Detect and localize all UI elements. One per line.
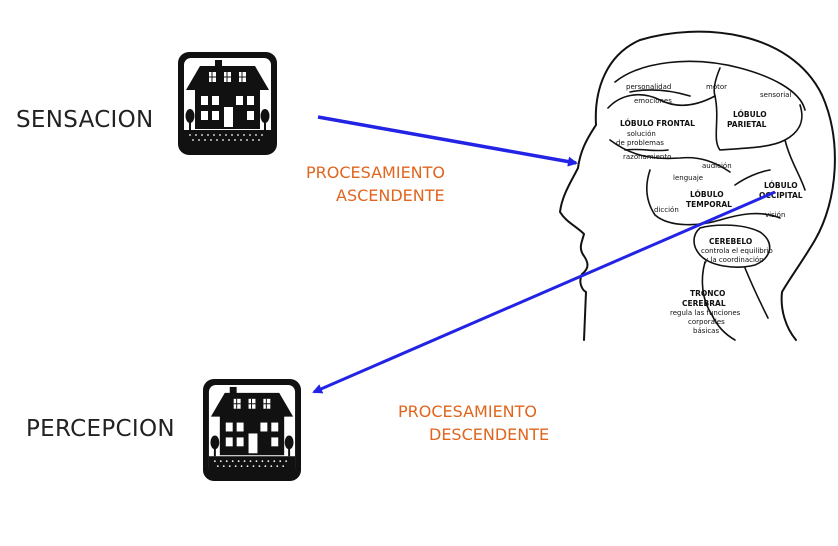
brain-lobe-lines (607, 60, 806, 341)
perception-house-icon (203, 379, 301, 481)
solucion-2: de problemas (616, 139, 664, 147)
tronco-desc-2: corporales (688, 318, 725, 326)
sensacion-label: SENSACION (16, 107, 154, 133)
cerebelo-text: CEREBELO (709, 237, 752, 246)
ascending-line-1: PROCESAMIENTO (306, 163, 446, 182)
motor-text: motor (706, 83, 727, 91)
cerebelo-desc-2: y la coordinación (704, 256, 764, 264)
lenguaje-text: lenguaje (673, 174, 703, 182)
brain-labels: personalidad motor sensorial emociones L… (616, 83, 803, 335)
lobulo-parietal-1: LÓBULO (733, 110, 767, 119)
percepcion-label: PERCEPCION (26, 416, 175, 442)
tronco-2: CEREBRAL (682, 299, 726, 308)
ascending-arrow (317, 115, 578, 167)
emociones-text: emociones (634, 97, 672, 105)
ascending-processing-label: PROCESAMIENTO ASCENDENTE (306, 161, 445, 207)
cerebelo-desc-1: controla el equilibrio (701, 247, 773, 255)
vision-text: visión (765, 211, 785, 219)
lobulo-frontal-text: LÓBULO FRONTAL (620, 119, 695, 128)
lobulo-occipital-1: LÓBULO (764, 181, 798, 190)
lobulo-parietal-2: PARIETAL (727, 120, 767, 129)
diccion-text: dicción (654, 206, 679, 214)
ascending-line-2: ASCENDENTE (336, 186, 445, 205)
lobulo-occipital-2: OCCIPITAL (759, 191, 803, 200)
solucion-1: solución (627, 130, 656, 138)
head-outline (559, 30, 836, 341)
razonamiento-text: razonamiento (623, 153, 671, 161)
tronco-desc-1: regula las funciones (670, 309, 741, 317)
tronco-desc-3: básicas (693, 327, 719, 335)
audicion-text: audición (702, 162, 732, 170)
descending-line-2: DESCENDENTE (429, 425, 550, 444)
descending-line-1: PROCESAMIENTO (398, 402, 538, 421)
lobulo-temporal-2: TEMPORAL (686, 200, 732, 209)
tronco-1: TRONCO (690, 289, 725, 298)
lobulo-temporal-1: LÓBULO (690, 190, 724, 199)
sensation-house-icon (178, 52, 277, 155)
sensorial-text: sensorial (760, 91, 791, 99)
descending-arrow (312, 190, 776, 394)
descending-processing-label: PROCESAMIENTO DESCENDENTE (398, 400, 549, 446)
personalidad-text: personalidad (626, 83, 671, 91)
